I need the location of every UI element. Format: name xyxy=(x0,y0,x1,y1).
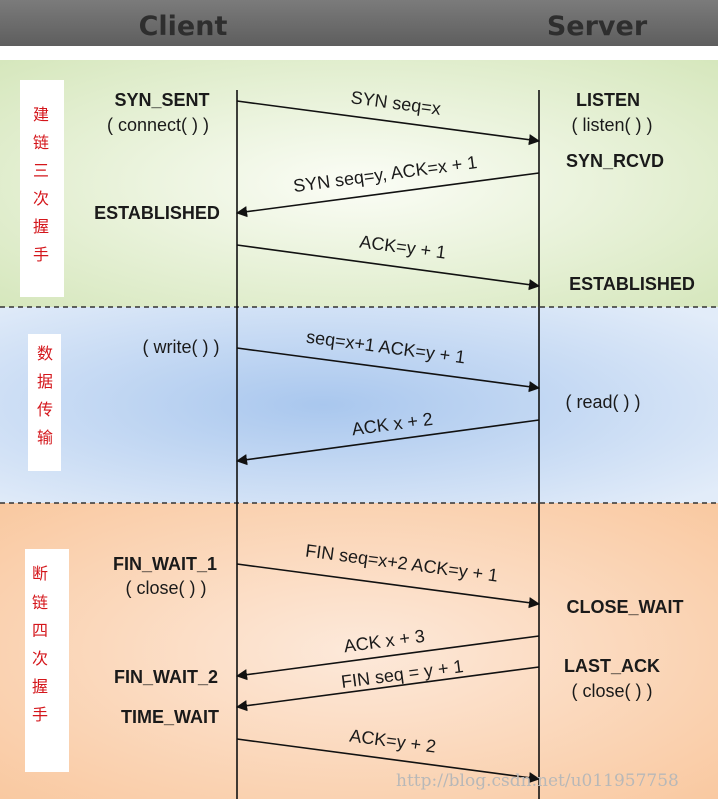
client-call-connect: ( connect( ) ) xyxy=(107,115,209,135)
watermark: http://blog.csdn.net/u011957758 xyxy=(396,771,679,791)
server-header: Server xyxy=(547,11,648,42)
phase-teardown-box xyxy=(25,549,69,772)
phase-char: 传 xyxy=(37,400,53,419)
phase-transfer-bg xyxy=(0,307,718,503)
client-state-syn-sent: SYN_SENT xyxy=(114,90,209,110)
server-call-listen: ( listen( ) ) xyxy=(572,115,653,135)
phase-char: 握 xyxy=(32,677,48,696)
phase-handshake-label: 建 链 三 次 握 手 xyxy=(33,105,49,264)
phase-char: 建 xyxy=(33,105,49,124)
arrow-data-ack xyxy=(235,419,540,466)
server-state-syn-rcvd: SYN_RCVD xyxy=(566,151,664,171)
server-state-listen: LISTEN xyxy=(576,90,640,110)
phase-char: 据 xyxy=(37,372,53,391)
phase-char: 次 xyxy=(33,189,49,208)
phase-handshake-box xyxy=(20,80,64,297)
client-call-write: ( write( ) ) xyxy=(143,337,220,357)
client-state-established: ESTABLISHED xyxy=(94,203,220,223)
phase-char: 手 xyxy=(32,705,48,724)
server-call-read: ( read( ) ) xyxy=(565,392,640,412)
phase-char: 数 xyxy=(37,344,53,363)
arrow-syn-ack xyxy=(235,172,540,218)
phase-char: 链 xyxy=(32,593,48,612)
client-state-fin-wait-1: FIN_WAIT_1 xyxy=(113,554,217,574)
phase-char: 次 xyxy=(32,649,48,668)
arrow-ack-fin xyxy=(235,635,540,681)
phase-teardown-label: 断 链 四 次 握 手 xyxy=(32,564,48,724)
client-state-time-wait: TIME_WAIT xyxy=(121,707,219,727)
arrow-fin-server xyxy=(235,666,540,712)
phase-transfer-box xyxy=(28,334,61,471)
client-header: Client xyxy=(139,11,228,42)
arrow-syn xyxy=(236,100,541,146)
server-call-close: ( close( ) ) xyxy=(572,681,653,701)
server-state-close-wait: CLOSE_WAIT xyxy=(566,597,683,617)
phase-char: 手 xyxy=(33,245,49,264)
phase-char: 握 xyxy=(33,217,49,236)
arrow-final-ack xyxy=(236,738,541,784)
arrow-data xyxy=(236,347,541,393)
phase-char: 四 xyxy=(32,621,48,640)
server-state-established: ESTABLISHED xyxy=(569,274,695,294)
server-state-last-ack: LAST_ACK xyxy=(564,656,660,676)
arrow-fin-client xyxy=(236,563,541,609)
client-state-fin-wait-2: FIN_WAIT_2 xyxy=(114,667,218,687)
phase-teardown-bg xyxy=(0,503,718,799)
phase-transfer-label: 数 据 传 输 xyxy=(37,344,53,447)
arrow-ack xyxy=(236,244,541,291)
client-call-close: ( close( ) ) xyxy=(126,578,207,598)
phase-handshake-bg xyxy=(0,60,718,307)
phase-char: 输 xyxy=(37,428,53,447)
phase-char: 链 xyxy=(33,133,49,152)
phase-char: 断 xyxy=(32,564,48,583)
header-bar xyxy=(0,0,718,46)
phase-char: 三 xyxy=(33,161,49,180)
